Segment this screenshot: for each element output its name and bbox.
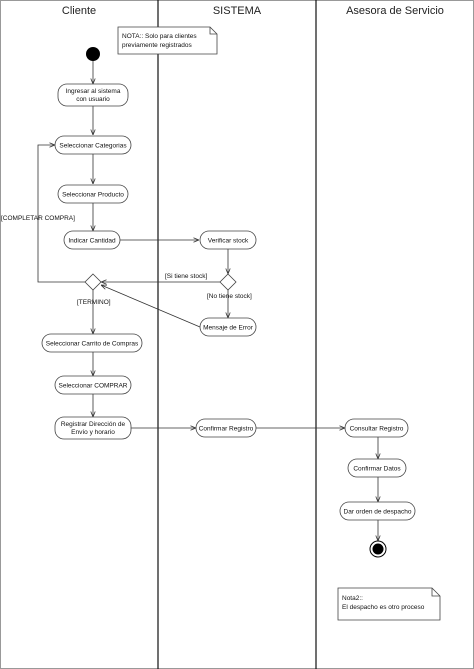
activity-ingresar-sistema: Ingresar al sistema con usuario: [57, 83, 129, 107]
svg-text:Seleccionar Categorias: Seleccionar Categorias: [59, 143, 127, 150]
note-despacho: Nota2:: El despacho es otro proceso: [337, 587, 441, 621]
activity-dar-orden-despacho: Dar orden de despacho: [339, 501, 416, 521]
decision-node-stock: [219, 273, 237, 291]
activity-seleccionar-carrito: Seleccionar Carrito de Compras: [41, 333, 143, 353]
note2-line2: El despacho es otro proceso: [342, 604, 425, 611]
guard-no-tiene-stock: [No tiene stock]: [207, 293, 252, 300]
note1-line2: previamente registrados: [122, 42, 192, 49]
activity-seleccionar-producto: Seleccionar Producto: [57, 184, 129, 204]
activity-registrar-direccion: Registrar Dirección de Envío y horario: [54, 416, 132, 440]
guard-termino: [TERMINO]: [77, 299, 111, 306]
activity-verificar-stock: Verificar stock: [199, 230, 257, 250]
initial-node: [86, 47, 100, 61]
svg-text:Indicar Cantidad: Indicar Cantidad: [68, 238, 116, 245]
guard-si-tiene-stock: [Si tiene stock]: [165, 273, 207, 280]
svg-text:Envío y horario: Envío y horario: [71, 429, 115, 436]
svg-text:Mensaje de Error: Mensaje de Error: [203, 325, 254, 332]
final-node: [369, 540, 387, 558]
svg-text:Verificar stock: Verificar stock: [208, 238, 249, 245]
lane-title-cliente: Cliente: [62, 5, 96, 17]
svg-text:Seleccionar Carrito de Compras: Seleccionar Carrito de Compras: [46, 341, 139, 348]
svg-text:Consultar Registro: Consultar Registro: [350, 426, 404, 433]
activity-confirmar-datos: Confirmar Datos: [347, 458, 407, 478]
svg-text:Seleccionar Producto: Seleccionar Producto: [62, 192, 124, 199]
decision-node-compra: [84, 273, 102, 291]
svg-text:Seleccionar COMPRAR: Seleccionar COMPRAR: [59, 383, 128, 390]
guard-completar-compra: [COMPLETAR COMPRA]: [1, 215, 75, 222]
control-flows: [37, 61, 378, 541]
svg-text:con usuario: con usuario: [76, 96, 110, 103]
lane-title-asesora: Asesora de Servicio: [346, 5, 444, 17]
svg-text:Dar orden de despacho: Dar orden de despacho: [344, 509, 412, 516]
svg-text:Registrar Dirección de: Registrar Dirección de: [61, 421, 126, 428]
activity-confirmar-registro: Confirmar Registro: [195, 418, 257, 438]
note2-line1: Nota2::: [342, 595, 363, 602]
note-registered-clients: NOTA:: Solo para clientes previamente re…: [117, 26, 218, 55]
activity-seleccionar-categorias: Seleccionar Categorias: [54, 135, 132, 155]
activity-seleccionar-comprar: Seleccionar COMPRAR: [54, 375, 132, 395]
svg-text:Ingresar al sistema: Ingresar al sistema: [66, 88, 121, 95]
lane-title-sistema: SISTEMA: [213, 5, 262, 17]
svg-text:Confirmar Datos: Confirmar Datos: [353, 466, 401, 473]
note1-line1: NOTA:: Solo para clientes: [122, 33, 197, 40]
activity-consultar-registro: Consultar Registro: [344, 418, 409, 438]
svg-text:Confirmar Registro: Confirmar Registro: [199, 426, 254, 433]
activity-indicar-cantidad: Indicar Cantidad: [63, 230, 121, 250]
activity-mensaje-error: Mensaje de Error: [199, 317, 257, 337]
